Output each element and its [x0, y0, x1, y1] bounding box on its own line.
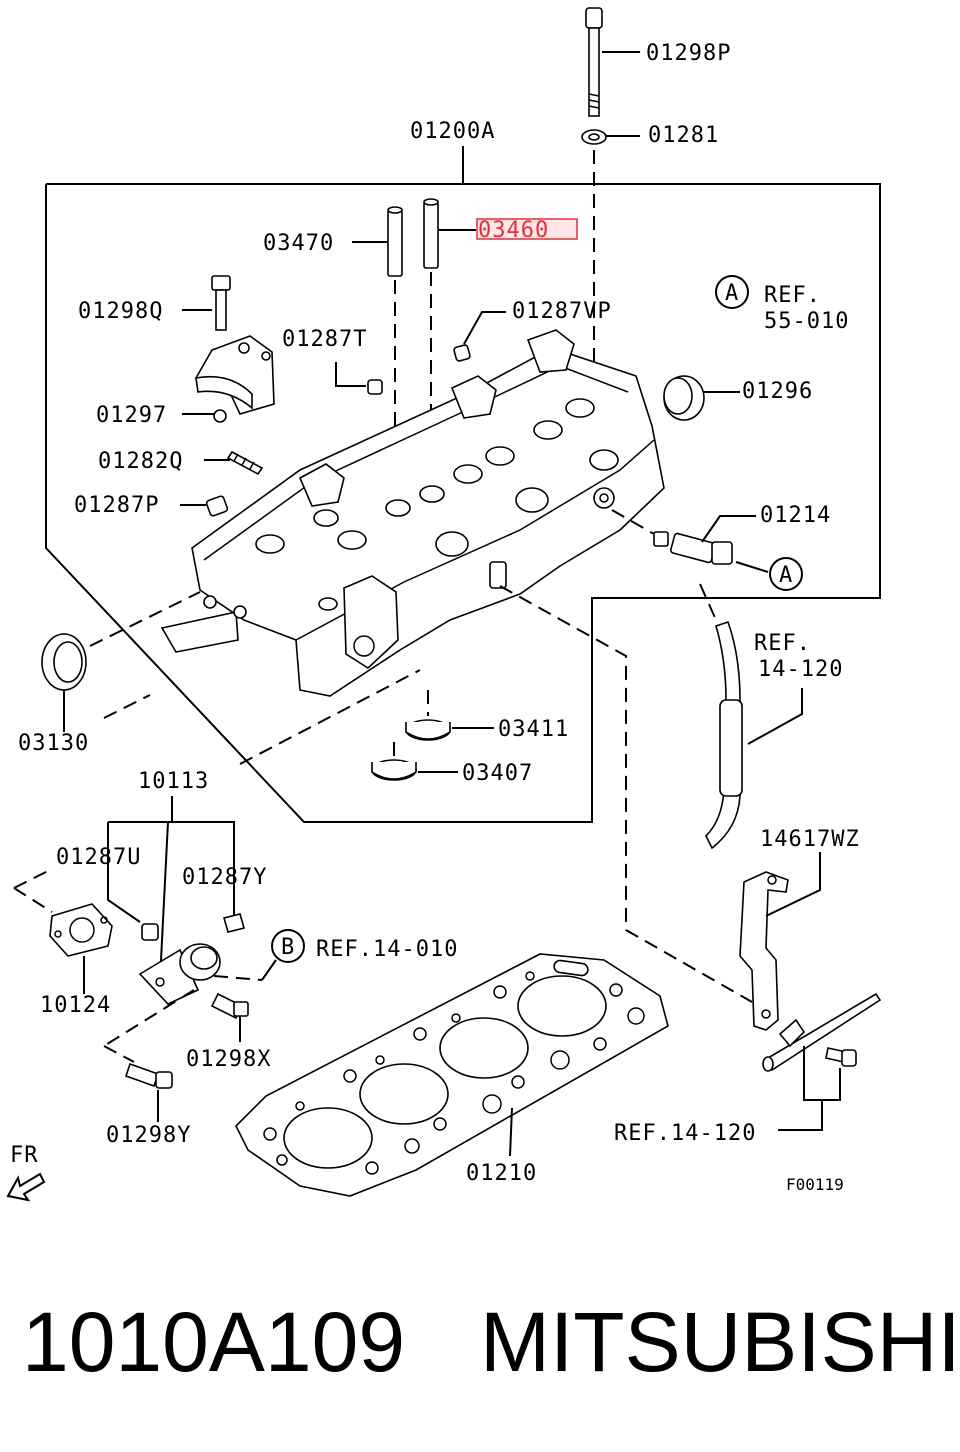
- bolt-pipe[interactable]: [825, 1047, 857, 1067]
- valve-guide-03470[interactable]: [387, 206, 403, 277]
- label-01214[interactable]: 01214: [760, 503, 831, 528]
- bolt-01298Y[interactable]: [124, 1062, 173, 1089]
- label-01281[interactable]: 01281: [648, 123, 719, 148]
- ref-circle-A-letter: A: [725, 281, 739, 306]
- label-01287T[interactable]: 01287T: [282, 327, 367, 352]
- plug-01287U[interactable]: [141, 923, 159, 941]
- part-number: 1010A109: [22, 1295, 406, 1389]
- label-03470[interactable]: 03470: [263, 231, 334, 256]
- label-01298P[interactable]: 01298P: [646, 41, 731, 66]
- plug-01287VP[interactable]: [453, 344, 471, 362]
- cylinder-head[interactable]: [160, 329, 665, 697]
- plug-01287Y[interactable]: [223, 913, 245, 933]
- seal-03130[interactable]: [41, 633, 87, 691]
- head-gasket-01210[interactable]: [235, 953, 669, 1197]
- label-03460[interactable]: 03460: [478, 218, 549, 243]
- ref-14-120-line1[interactable]: REF.: [754, 631, 811, 656]
- label-01298Q[interactable]: 01298Q: [78, 299, 163, 324]
- gasket-10124[interactable]: [49, 903, 113, 957]
- assembly-boundary: [45, 183, 881, 823]
- cap-01296[interactable]: [663, 375, 705, 421]
- label-01282Q[interactable]: 01282Q: [98, 449, 183, 474]
- sensor-01214[interactable]: [653, 531, 733, 565]
- ref-circle-A-2-letter: A: [779, 563, 793, 588]
- label-10113[interactable]: 10113: [138, 769, 209, 794]
- label-10124[interactable]: 10124: [40, 993, 111, 1018]
- label-01297[interactable]: 01297: [96, 403, 167, 428]
- washer-01281[interactable]: [581, 129, 607, 145]
- ref-circle-B-letter: B: [281, 935, 295, 960]
- seat-03407[interactable]: [371, 759, 417, 781]
- label-01287VP[interactable]: 01287VP: [512, 299, 612, 324]
- plug-01287P[interactable]: [205, 495, 229, 517]
- label-01296[interactable]: 01296: [742, 379, 813, 404]
- highlight-03460: [476, 218, 578, 240]
- bracket-14617WZ[interactable]: [739, 871, 789, 1031]
- label-03407[interactable]: 03407: [462, 761, 533, 786]
- label-01298X[interactable]: 01298X: [186, 1047, 271, 1072]
- pipe-ref-14-120[interactable]: [762, 992, 882, 1072]
- label-14617WZ[interactable]: 14617WZ: [760, 827, 860, 852]
- caption: 1010A109 MITSUBISHI: [0, 1282, 960, 1402]
- stud-01282Q[interactable]: [226, 450, 264, 476]
- ref-circle-B: [271, 929, 305, 963]
- hose-ref-14-120[interactable]: [705, 620, 743, 850]
- seat-03411[interactable]: [405, 719, 451, 741]
- front-arrow-icon: [6, 1172, 46, 1202]
- label-01298Y[interactable]: 01298Y: [106, 1123, 191, 1148]
- plug-01287T[interactable]: [367, 379, 383, 395]
- fitting-10113[interactable]: [138, 943, 221, 1005]
- label-03411[interactable]: 03411: [498, 717, 569, 742]
- label-01287Y[interactable]: 01287Y: [182, 865, 267, 890]
- figure-id: F00119: [786, 1175, 844, 1194]
- ref-A-text-line2[interactable]: 55-010: [764, 309, 849, 334]
- brand-name: MITSUBISHI: [480, 1295, 960, 1389]
- label-03130[interactable]: 03130: [18, 731, 89, 756]
- ref-B-text[interactable]: REF.14-010: [316, 937, 458, 962]
- bolt-01298X[interactable]: [210, 992, 249, 1020]
- label-01287P[interactable]: 01287P: [74, 493, 159, 518]
- fr-label: FR: [10, 1143, 39, 1168]
- label-01210[interactable]: 01210: [466, 1161, 537, 1186]
- label-01287U[interactable]: 01287U: [56, 845, 141, 870]
- label-01200A[interactable]: 01200A: [410, 119, 495, 144]
- bracket-01297[interactable]: [194, 335, 275, 423]
- valve-guide-03460[interactable]: [423, 198, 439, 269]
- ref-circle-A-2: [769, 557, 803, 591]
- bolt-01298P[interactable]: [585, 7, 603, 117]
- ref-14-120-line2[interactable]: 14-120: [758, 657, 843, 682]
- ref-circle-A: [715, 275, 749, 309]
- ref-14-120-bottom[interactable]: REF.14-120: [614, 1121, 756, 1146]
- bolt-01298Q[interactable]: [211, 275, 231, 331]
- ref-A-text-line1[interactable]: REF.: [764, 283, 821, 308]
